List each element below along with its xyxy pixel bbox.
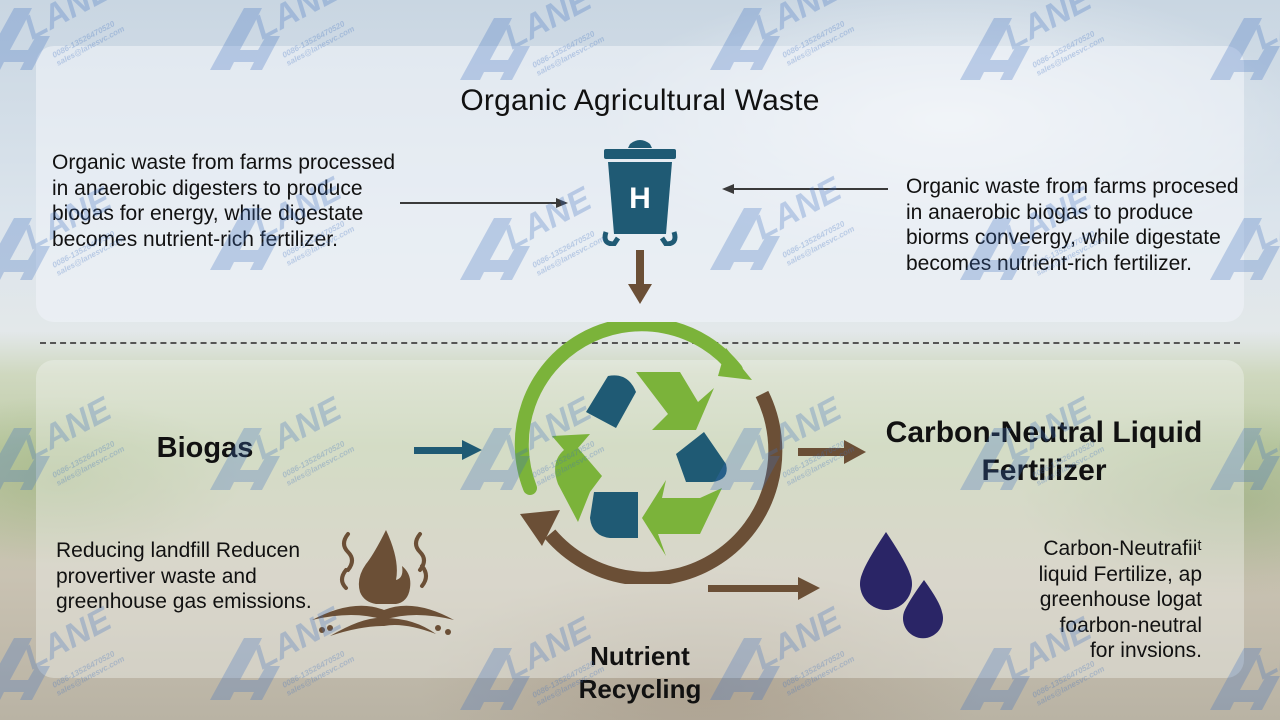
nutrient-label-line1: Nutrient — [590, 641, 690, 671]
bottom-left-description: Reducing landfill Reducen provertiver wa… — [56, 539, 312, 614]
bottom-right-line: for invsions. — [1089, 639, 1202, 663]
node-biogas: Biogas — [156, 432, 254, 464]
bottom-right-line: greenhouse logat — [1039, 588, 1202, 612]
arrow-right-bottom-icon — [708, 577, 820, 600]
top-right-description: Organic waste from farms procesed in ana… — [906, 175, 1239, 275]
arrow-right-icon — [400, 198, 568, 208]
arrow-right-brown-icon — [798, 440, 866, 464]
recycle-cycle-icon — [514, 322, 783, 584]
bin-letter: H — [629, 182, 651, 215]
arrow-right-teal-icon — [414, 440, 482, 460]
flame-icon — [312, 530, 454, 636]
diagram-title: Organic Agricultural Waste — [460, 84, 820, 117]
fertilizer-label-line1: Carbon-Neutral Liquid — [885, 416, 1203, 449]
bottom-right-line: Carbon-Neutrafiiᵗ — [1043, 537, 1202, 560]
bottom-right-description: Carbon-Neutrafiiᵗ liquid Fertilize, ap g… — [980, 536, 1202, 664]
section-divider — [40, 342, 1240, 344]
bottom-right-line: liquid Fertilize, ap — [1038, 562, 1202, 586]
arrow-left-icon — [722, 184, 888, 194]
fertilizer-label-line2: Fertilizer — [862, 452, 1226, 490]
node-nutrient-recycling: Nutrient Recycling — [560, 640, 720, 706]
top-left-description: Organic waste from farms processed in an… — [52, 151, 396, 251]
arrow-down-icon — [628, 250, 652, 304]
nutrient-label-line2: Recycling — [578, 674, 702, 704]
waste-bin-icon: H — [602, 140, 678, 246]
water-drops-icon — [860, 532, 943, 639]
node-carbon-neutral-fertilizer: Carbon-Neutral Liquid Fertilizer — [862, 414, 1226, 490]
bottom-right-line: foarbon-neutral — [1059, 613, 1202, 637]
